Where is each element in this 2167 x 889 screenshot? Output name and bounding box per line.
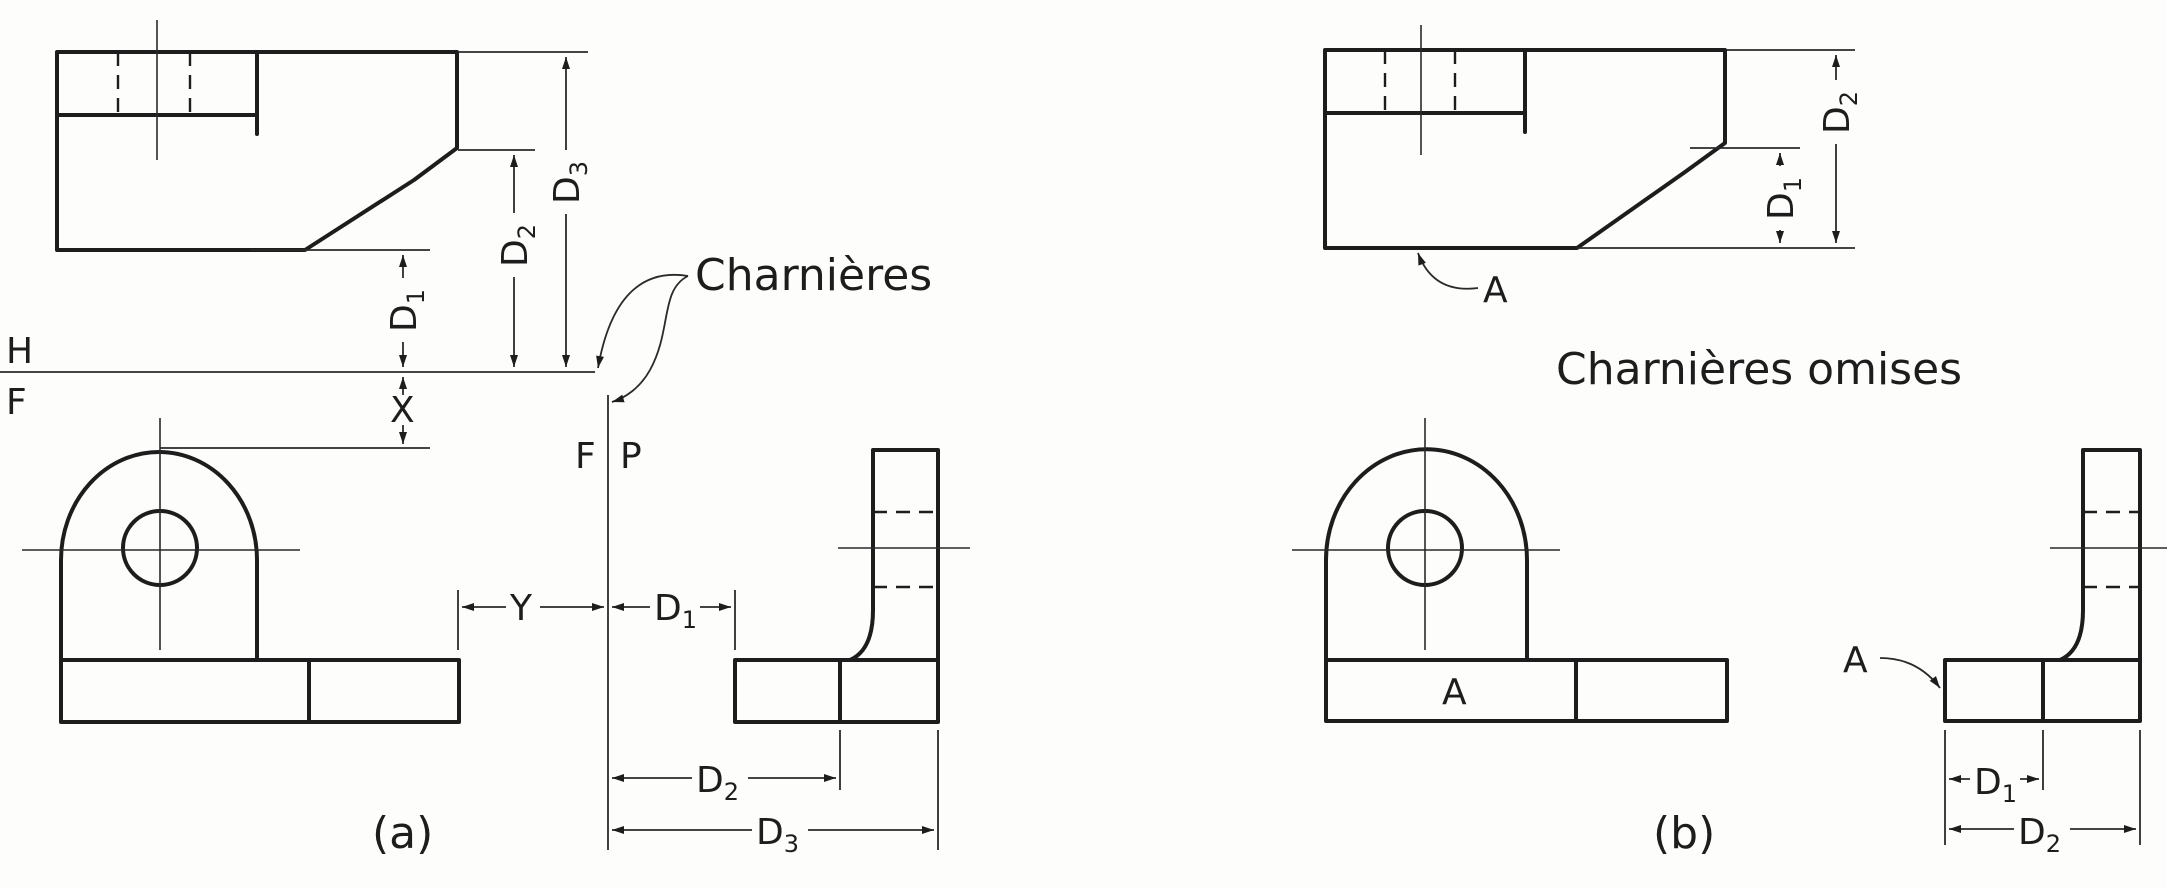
svg-text:D1: D1 (1974, 762, 2017, 808)
label-fp-p: P (620, 436, 642, 477)
hinge-label: Charnières (695, 250, 932, 301)
svg-text:D1: D1 (384, 289, 430, 332)
dim-label-d1-horizontal: D1 (650, 588, 700, 634)
front-view-a (22, 418, 461, 724)
hinge-leader-top (596, 273, 689, 369)
side-view-b (1943, 448, 2167, 723)
dim-label-d3-horizontal: D3 (752, 812, 808, 858)
dimension-lines-b (1776, 55, 2136, 833)
top-view-a (55, 20, 459, 252)
label-a-side: A (1843, 640, 1868, 681)
top-view-b (1323, 25, 1727, 250)
svg-text:D1: D1 (654, 588, 697, 634)
svg-text:D2: D2 (696, 760, 739, 806)
dim-label-d3-vertical: D3 (541, 150, 593, 214)
label-a-top: A (1483, 270, 1508, 311)
label-y: Y (509, 588, 533, 629)
leader-a-top (1417, 252, 1479, 290)
panel-b: A Charnières omises A A D1 D2 D1 D2 (b) (1292, 25, 2167, 859)
dim-label-d1-vertical-b: D1 (1755, 166, 1807, 230)
label-a-front: A (1442, 672, 1467, 713)
label-fp-f: F (575, 436, 596, 477)
svg-text:D3: D3 (547, 161, 593, 204)
hinge-leader-side (611, 275, 689, 403)
side-view-a (733, 448, 970, 724)
dim-label-d2-horizontal-b: D2 (2014, 812, 2070, 858)
label-h: H (6, 331, 33, 372)
svg-text:D1: D1 (1761, 177, 1807, 220)
leader-a-side (1879, 657, 1941, 689)
dimension-lines-a (399, 57, 934, 834)
label-f: F (6, 382, 27, 423)
front-view-b (1292, 418, 1729, 723)
panel-a: Charnières H F F P X Y D1 D2 D3 D1 D2 (0, 20, 970, 859)
label-x: X (390, 390, 415, 431)
dim-label-d2-horizontal: D2 (692, 760, 748, 806)
caption-b: (b) (1653, 808, 1715, 859)
svg-text:D3: D3 (756, 812, 799, 858)
svg-text:D2: D2 (495, 224, 541, 267)
dim-label-d1-vertical: D1 (378, 278, 430, 342)
extension-lines-b (1577, 49, 2141, 845)
caption-a: (a) (372, 808, 433, 859)
extension-lines-a (160, 51, 939, 850)
dim-label-d2-vertical: D2 (489, 213, 541, 277)
omitted-hinges-label: Charnières omises (1556, 344, 1962, 395)
svg-text:D2: D2 (1817, 91, 1863, 134)
svg-text:D2: D2 (2018, 812, 2061, 858)
dim-label-d2-vertical-b: D2 (1811, 80, 1863, 144)
dim-label-d1-horizontal-b: D1 (1970, 762, 2020, 808)
